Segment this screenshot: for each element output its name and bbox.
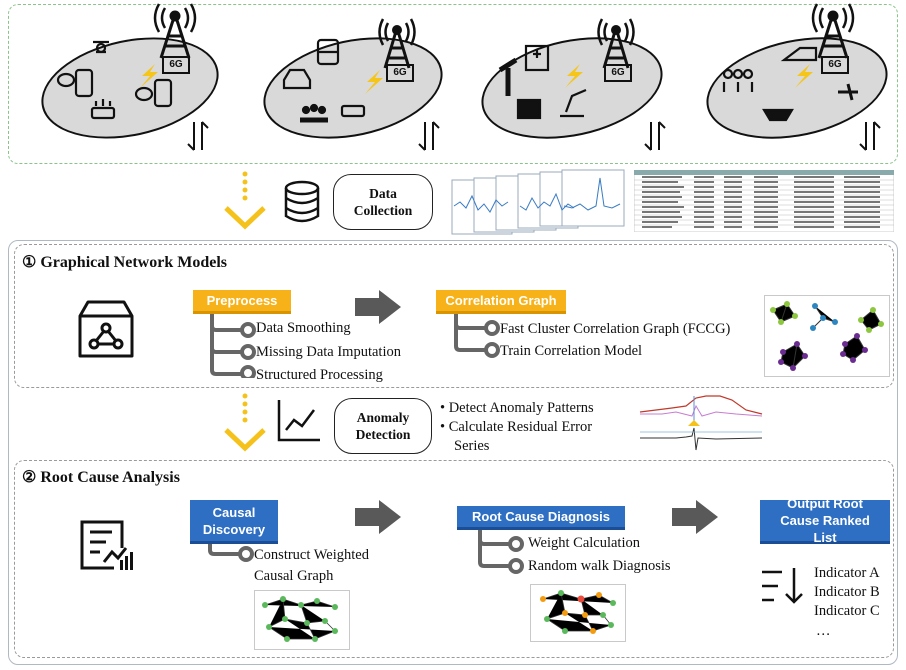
preprocess-item: Structured Processing — [256, 367, 383, 383]
anomaly-detection-label: Anomaly Detection — [334, 398, 432, 454]
ranked-indicator-ellipsis: … — [816, 623, 831, 639]
crowd-icon — [301, 105, 311, 115]
phone-icon — [74, 68, 94, 98]
anomaly-bullet-text: Calculate Residual Error — [448, 419, 593, 435]
group-icon — [722, 68, 734, 80]
correlation-graph-tag: Correlation Graph — [436, 290, 566, 314]
airplane-icon — [838, 83, 858, 101]
anomaly-bullet: • Calculate Residual Error — [440, 419, 593, 435]
section1-panel — [14, 244, 894, 388]
line-chart-icon — [277, 400, 320, 442]
preprocess-item: Missing Data Imputation — [256, 344, 401, 360]
causal-tree-icon — [208, 544, 254, 562]
wifi-router-icon — [340, 104, 366, 118]
right-arrow-icon — [355, 290, 401, 324]
report-icon — [80, 520, 133, 570]
scenarios-panel — [8, 4, 898, 164]
causal-item: Construct Weighted — [254, 547, 369, 563]
ranked-indicator: Indicator C — [814, 603, 880, 619]
correlation-item: Train Correlation Model — [500, 343, 643, 359]
bidirectional-arrow-icon — [187, 121, 881, 151]
section1-title: ① Graphical Network Models — [22, 254, 227, 271]
tablet-icon — [153, 78, 173, 108]
ranked-indicator: Indicator A — [814, 565, 880, 581]
causal-graph-image — [254, 590, 350, 650]
root-cause-diagnosis-tag: Root Cause Diagnosis — [457, 506, 625, 530]
scenario-icons — [56, 3, 881, 151]
output-ranked-list-tag: Output Root Cause Ranked List — [760, 496, 890, 545]
preprocess-tag: Preprocess — [193, 290, 291, 314]
correlation-item: Fast Cluster Correlation Graph (FCCG) — [500, 321, 731, 337]
diagnosis-item: Weight Calculation — [528, 535, 640, 551]
robot-arm-icon — [498, 57, 518, 96]
anomaly-bullet-continued: Series — [454, 438, 490, 454]
right-arrow-icon — [355, 500, 401, 534]
ranked-indicator: Indicator B — [814, 584, 880, 600]
sort-descending-icon — [762, 568, 803, 604]
right-arrow-icon — [672, 500, 718, 534]
time-series-stack-image — [448, 166, 633, 238]
anomaly-plot-image — [636, 392, 766, 458]
6g-badge: 6G — [162, 56, 190, 74]
preprocess-tree-icon — [210, 314, 256, 378]
cell-tower-icon — [153, 3, 855, 69]
lightning-icon — [140, 64, 813, 94]
dotted-down-arrow-icon — [224, 171, 266, 230]
6g-badge: 6G — [604, 64, 632, 82]
6g-badge: 6G — [386, 64, 414, 82]
diagnosis-tree-icon — [478, 530, 524, 574]
ship-icon — [762, 108, 794, 122]
section2-panel — [14, 460, 894, 658]
factory-icon — [516, 98, 542, 120]
data-collection-label: Data Collection — [333, 174, 433, 230]
hospital-icon — [524, 44, 550, 72]
random-walk-graph-image — [530, 584, 626, 642]
high-speed-train-icon — [780, 46, 818, 62]
drone-icon — [95, 42, 107, 54]
dotted-down-arrow-icon — [224, 393, 266, 452]
preprocess-item: Data Smoothing — [256, 320, 351, 336]
network-model-icon — [78, 300, 134, 358]
section2-title: ② Root Cause Analysis — [22, 469, 180, 486]
database-icon — [284, 180, 320, 223]
diagnosis-item: Random walk Diagnosis — [528, 558, 671, 574]
anomaly-bullet-text: Detect Anomaly Patterns — [448, 400, 594, 416]
causal-discovery-tag: Causal Discovery — [190, 500, 278, 544]
industrial-robot-icon — [560, 88, 587, 118]
6g-badge: 6G — [821, 56, 849, 74]
anomaly-bullet: • Detect Anomaly Patterns — [440, 400, 594, 416]
causal-item: Causal Graph — [254, 568, 334, 584]
correlation-graphs-image — [764, 295, 890, 377]
alarm-table-image — [634, 170, 894, 232]
car-icon — [282, 68, 312, 90]
pipeline-panel — [8, 240, 898, 665]
router-icon — [90, 106, 116, 120]
correlation-tree-icon — [454, 314, 500, 358]
